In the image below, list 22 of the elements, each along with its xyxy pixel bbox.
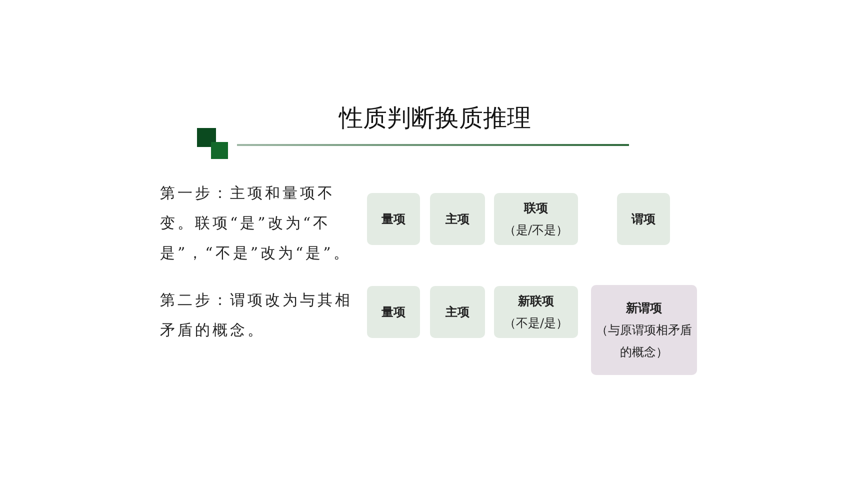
term-box bbox=[494, 286, 578, 338]
term-note: （是/不是） bbox=[504, 222, 568, 239]
step-text: 第二步：谓项改为与其相矛盾的概念。 bbox=[160, 290, 354, 341]
term-name: 主项 bbox=[446, 211, 470, 228]
term-box bbox=[494, 193, 578, 245]
term-box bbox=[617, 193, 670, 245]
term-box bbox=[367, 193, 420, 245]
step-text: 第一步：主项和量项不变。联项“是”改为“不是”，“不是”改为“是”。 bbox=[160, 183, 352, 264]
term-name: 谓项 bbox=[632, 211, 656, 228]
title: 性质判断换质推理 bbox=[338, 103, 532, 134]
term-box bbox=[430, 286, 485, 338]
term-name: 新联项 bbox=[518, 293, 554, 310]
term-name: 联项 bbox=[524, 200, 548, 217]
term-note: （与原谓项相矛盾的概念） bbox=[595, 322, 693, 361]
term-name: 量项 bbox=[382, 211, 406, 228]
term-name: 主项 bbox=[446, 304, 470, 321]
term-box bbox=[367, 286, 420, 338]
term-note: （不是/是） bbox=[504, 315, 568, 332]
term-box bbox=[591, 285, 697, 375]
term-name: 量项 bbox=[382, 304, 406, 321]
term-name: 新谓项 bbox=[626, 300, 662, 317]
term-box bbox=[430, 193, 485, 245]
